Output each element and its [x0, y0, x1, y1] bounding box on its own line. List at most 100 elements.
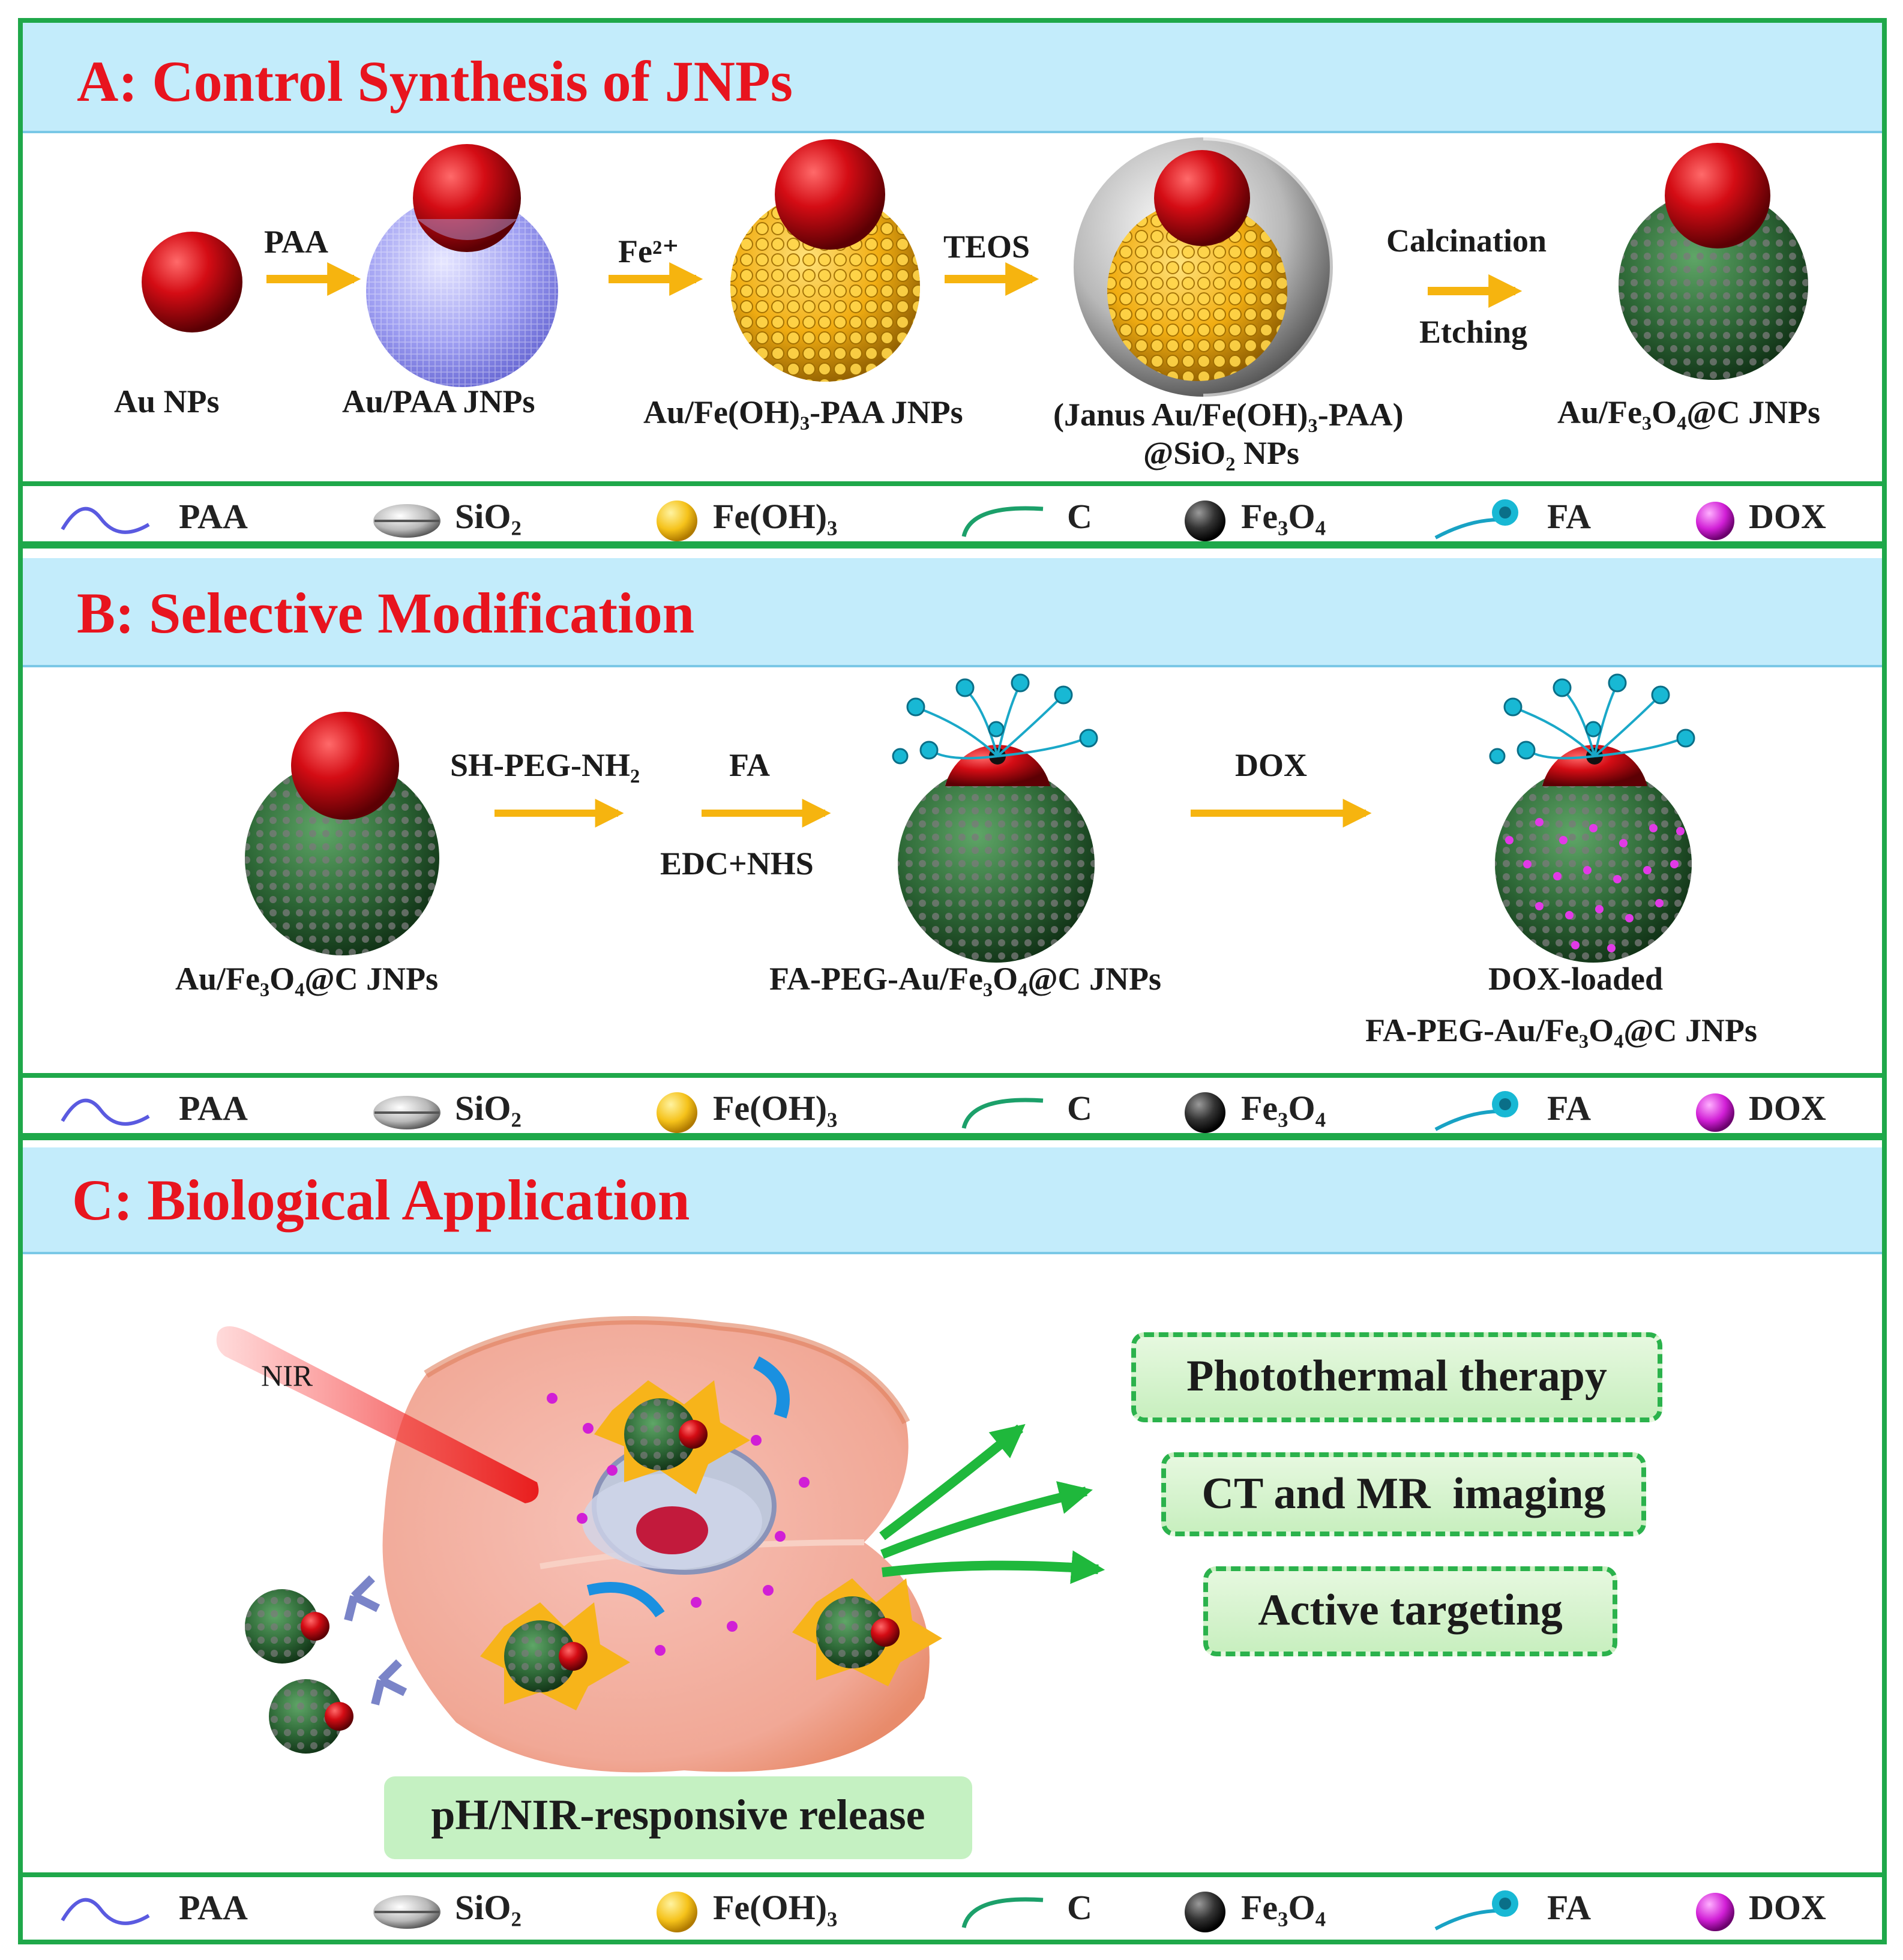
legend-label-fe3o4: Fe₃O₄ [1241, 1888, 1326, 1927]
legend-item-dox: DOX [1691, 496, 1871, 540]
legend-item-c: C [959, 496, 1115, 538]
outcome-imaging: CT and MR imaging [1161, 1452, 1646, 1536]
label-janus-sio2-line2: @SiO₂ NPs [1143, 435, 1299, 471]
legend-item-feoh3: Fe(OH)₃ [653, 1887, 881, 1932]
arrow-b3 [1191, 799, 1372, 828]
fe3o4-icon [1185, 501, 1225, 541]
fa-icon [1434, 1091, 1518, 1131]
fe3o4-icon [1185, 1892, 1225, 1932]
paa-icon [61, 507, 150, 534]
sio2-icon [373, 1096, 440, 1129]
label-au-feoh-paa: Au/Fe(OH)₃-PAA JNPs [643, 394, 963, 430]
legend-item-fe3o4: Fe₃O₄ [1181, 1887, 1379, 1932]
au-feoh-paa-particle [730, 139, 920, 382]
c-icon [961, 1098, 1044, 1129]
label-fa-peg: FA-PEG-Au/Fe₃O₄@C JNPs [769, 961, 1162, 997]
label-au-fe3o4-c-b: Au/Fe₃O₄@C JNPs [175, 961, 439, 997]
sio2-icon [373, 1895, 440, 1929]
legend-label-c: C [1067, 497, 1092, 536]
feoh3-icon [657, 1892, 697, 1932]
legend-label-dox: DOX [1749, 1888, 1826, 1927]
legend-item-fe3o4: Fe₃O₄ [1181, 496, 1379, 541]
legend-label-sio2: SiO₂ [455, 1089, 522, 1128]
legend-item-paa: PAA [59, 496, 275, 538]
label-dox-loaded-line1: DOX-loaded [1488, 961, 1664, 997]
legend-label-feoh3: Fe(OH)₃ [713, 497, 838, 536]
legend-label-dox: DOX [1749, 497, 1826, 536]
panel-a-header [23, 23, 1882, 133]
cell-illustration [245, 1316, 942, 1773]
panel-b-title: B: Selective Modification [77, 581, 695, 645]
legend-label-c: C [1067, 1888, 1092, 1927]
au-np-particle [142, 232, 242, 332]
arrow-a3 [945, 262, 1039, 296]
outcome-targeting: Active targeting [1203, 1566, 1617, 1656]
au-fe3o4-c-particle-b [245, 712, 439, 955]
legend-item-c: C [959, 1087, 1115, 1129]
legend-item-fa: FA [1433, 496, 1631, 540]
reagent-calcination: Calcination [1386, 223, 1547, 259]
legend-item-sio2: SiO₂ [371, 1087, 569, 1129]
legend-item-c: C [959, 1887, 1115, 1929]
divider-a-b [23, 541, 1882, 549]
legend-label-c: C [1067, 1089, 1092, 1128]
legend-item-sio2: SiO₂ [371, 496, 569, 538]
legend-item-fe3o4: Fe₃O₄ [1181, 1087, 1379, 1133]
janus-sio2-particle [1074, 134, 1336, 400]
legend-label-fa: FA [1547, 1888, 1592, 1927]
legend-item-fa: FA [1433, 1087, 1631, 1131]
legend-label-sio2: SiO₂ [455, 497, 522, 536]
feoh3-icon [657, 501, 697, 541]
panel-b-header [23, 558, 1882, 667]
legend-item-paa: PAA [59, 1887, 275, 1929]
legend-label-dox: DOX [1749, 1089, 1826, 1128]
nir-beam [216, 1326, 539, 1503]
outcome-photothermal-label: Photothermal therapy [1186, 1351, 1607, 1401]
reagent-fe2: Fe²⁺ [618, 233, 679, 269]
feoh3-icon [657, 1092, 697, 1133]
legend-item-fa: FA [1433, 1887, 1631, 1931]
legend-label-paa: PAA [179, 1888, 248, 1927]
label-nir: NIR [261, 1359, 313, 1392]
paa-icon [61, 1898, 150, 1925]
legend-bar-c: PAA SiO₂ Fe(OH)₃ C Fe₃O₄ FA DOX [23, 1872, 1882, 1932]
fa-icon [1434, 499, 1518, 540]
c-icon [961, 1897, 1044, 1928]
label-janus-sio2-line1: (Janus Au/Fe(OH)₃-PAA) [1053, 397, 1404, 433]
dox-icon [1696, 1093, 1734, 1132]
panel-c-header [23, 1147, 1882, 1254]
outcome-photothermal: Photothermal therapy [1131, 1332, 1662, 1422]
legend-label-paa: PAA [179, 497, 248, 536]
outcome-targeting-label: Active targeting [1258, 1586, 1563, 1635]
reagent-edc-nhs: EDC+NHS [660, 846, 814, 882]
legend-label-fa: FA [1547, 1089, 1592, 1128]
panel-a-title: A: Control Synthesis of JNPs [77, 49, 793, 113]
release-label: pH/NIR-responsive release [431, 1791, 925, 1839]
legend-label-sio2: SiO₂ [455, 1888, 522, 1927]
legend-label-fe3o4: Fe₃O₄ [1241, 1089, 1326, 1128]
au-fe3o4-c-particle-a [1619, 143, 1808, 380]
arrow-a4 [1428, 274, 1523, 308]
release-box: pH/NIR-responsive release [384, 1776, 972, 1859]
output-arrows [879, 1423, 1105, 1584]
panel-c-title: C: Biological Application [72, 1168, 690, 1232]
legend-label-feoh3: Fe(OH)₃ [713, 1888, 838, 1927]
arrow-b1 [495, 799, 624, 828]
reagent-paa: PAA [264, 224, 328, 260]
dox-loaded-particle [1489, 673, 1695, 963]
dox-icon [1696, 502, 1734, 540]
fa-icon [1434, 1890, 1518, 1931]
fe3o4-icon [1185, 1092, 1225, 1133]
legend-bar-a: PAA SiO₂ Fe(OH)₃ C Fe₃O₄ FA DOX [23, 481, 1882, 541]
arrow-a2 [609, 262, 703, 296]
arrow-b2 [702, 799, 831, 828]
reagent-etching: Etching [1419, 314, 1528, 350]
reagent-sh-peg-nh2: SH-PEG-NH₂ [450, 747, 640, 783]
legend-item-dox: DOX [1691, 1087, 1871, 1132]
legend-item-dox: DOX [1691, 1887, 1871, 1931]
legend-item-feoh3: Fe(OH)₃ [653, 496, 881, 541]
sio2-icon [373, 504, 440, 538]
legend-item-paa: PAA [59, 1087, 275, 1129]
reagent-fa: FA [729, 747, 770, 783]
